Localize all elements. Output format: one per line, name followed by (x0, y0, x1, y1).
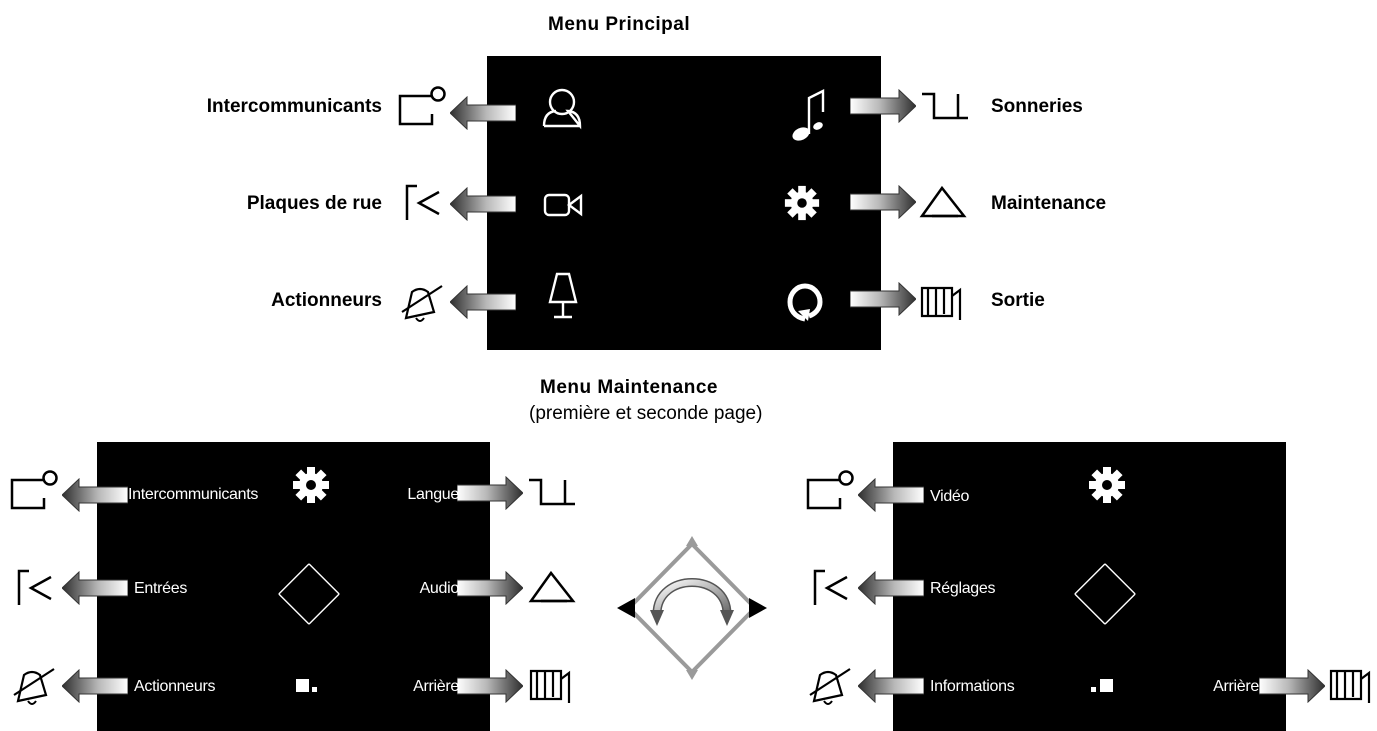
main-menu-title: Menu Principal (548, 14, 691, 35)
p2-arrow-left-3 (858, 669, 924, 703)
p2-label-arriere[interactable]: Arrière (1213, 678, 1259, 695)
entrance-panel-icon (15, 567, 65, 607)
lamp-icon[interactable] (548, 271, 578, 323)
p1-label-audio[interactable]: Audio (419, 580, 460, 597)
ringtone-step-icon (527, 474, 577, 514)
bell-mute-icon (10, 665, 60, 705)
p1-arrow-right-3 (457, 669, 523, 703)
p1-arrow-left-2 (62, 571, 128, 605)
p1-arrow-left-3 (62, 669, 128, 703)
maintenance-menu-title: Menu Maintenance (540, 377, 718, 398)
arrow-right-1 (850, 89, 916, 123)
arrow-left-3 (450, 285, 516, 319)
p2-arrow-left-2 (858, 571, 924, 605)
arrow-left-2 (450, 187, 516, 221)
maintenance-page2-screen (893, 442, 1286, 731)
p1-label-entrees[interactable]: Entrées (134, 580, 188, 597)
ringtone-step-icon (920, 88, 970, 128)
intercom-icon (806, 470, 856, 510)
music-note-icon[interactable] (785, 88, 825, 144)
page-indicator-icon (296, 679, 309, 692)
triangle-icon (527, 567, 577, 607)
triangle-icon (918, 182, 968, 222)
gear-icon (1087, 465, 1127, 505)
nav-diamond-icon[interactable] (1072, 560, 1138, 628)
page-indicator-icon (1100, 679, 1113, 692)
maintenance-page1-screen (97, 442, 490, 731)
label-maintenance: Maintenance (991, 193, 1107, 214)
exit-door-icon (918, 282, 968, 322)
label-intercommunicants: Intercommunicants (206, 96, 382, 117)
intercom-icon (398, 86, 448, 126)
refresh-icon[interactable] (787, 283, 823, 322)
arrow-right-3 (850, 282, 916, 316)
camera-icon[interactable] (543, 193, 583, 217)
user-icon[interactable] (540, 86, 584, 130)
exit-door-icon (527, 665, 577, 705)
gear-icon[interactable] (783, 184, 821, 222)
page-indicator-dot (1091, 687, 1096, 692)
p2-arrow-right-3 (1259, 669, 1325, 703)
p1-label-intercommunicants[interactable]: Intercommunicants (128, 486, 259, 503)
maintenance-menu-subtitle: (première et seconde page) (529, 403, 763, 424)
p1-arrow-right-2 (457, 571, 523, 605)
bell-mute-icon (806, 665, 856, 705)
p2-arrow-left-1 (858, 478, 924, 512)
arrow-right-2 (850, 185, 916, 219)
p2-label-reglages[interactable]: Réglages (930, 580, 996, 597)
p1-label-langue[interactable]: Langue (407, 486, 459, 503)
p1-label-actionneurs[interactable]: Actionneurs (134, 678, 216, 695)
p1-arrow-right-1 (457, 476, 523, 510)
p2-label-video[interactable]: Vidéo (930, 488, 970, 505)
bell-mute-icon (398, 282, 448, 322)
gear-icon (291, 465, 331, 505)
entrance-panel-icon (811, 567, 861, 607)
p1-arrow-left-1 (62, 478, 128, 512)
exit-door-icon (1327, 665, 1377, 705)
arrow-left-1 (450, 96, 516, 130)
label-sortie: Sortie (991, 290, 1045, 311)
entrance-panel-icon (403, 182, 453, 222)
label-plaques-de-rue: Plaques de rue (246, 193, 382, 214)
page-indicator-dot (312, 687, 317, 692)
nav-diamond-icon[interactable] (276, 560, 342, 628)
label-sonneries: Sonneries (991, 96, 1083, 117)
p2-label-informations[interactable]: Informations (930, 678, 1015, 695)
label-actionneurs: Actionneurs (271, 290, 382, 311)
page-navigation-icon (617, 536, 767, 680)
intercom-icon (10, 470, 60, 510)
p1-label-arriere[interactable]: Arrière (413, 678, 459, 695)
